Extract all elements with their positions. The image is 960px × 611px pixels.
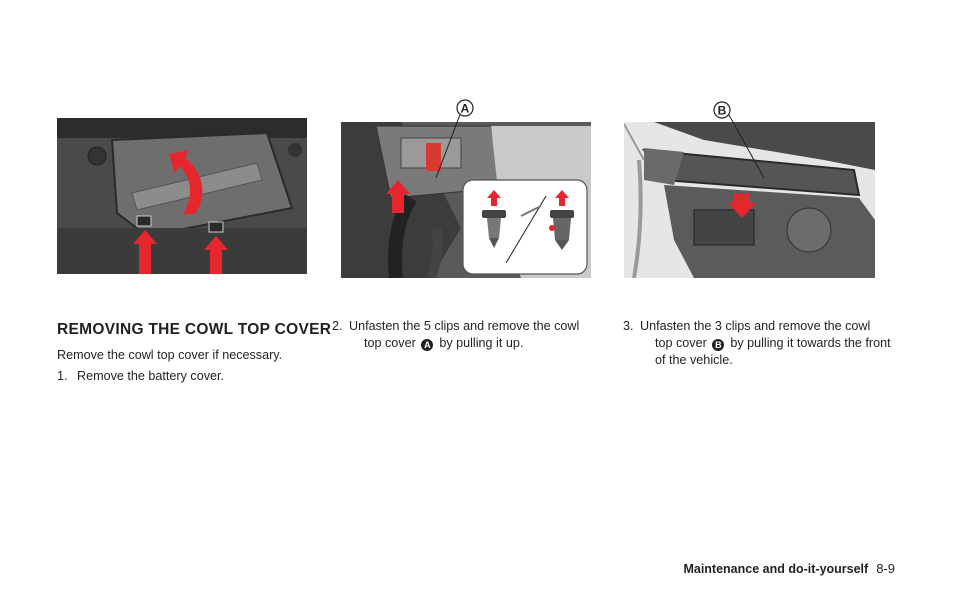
section-heading: REMOVING THE COWL TOP COVER xyxy=(57,321,332,338)
footer-chapter-title: Maintenance and do-it-yourself xyxy=(683,562,869,576)
step-text-pre: top cover xyxy=(655,336,707,350)
cowl-clips-photo: A xyxy=(341,98,591,278)
battery-cover-photo xyxy=(57,118,307,274)
step-3: 3. Unfasten the 3 clips and remove the c… xyxy=(623,318,891,374)
step-text-post: by pulling it up. xyxy=(439,336,524,350)
cowl-front-photo: B xyxy=(624,100,875,278)
step-text-line3: of the vehicle. xyxy=(655,353,733,367)
step-number: 3. xyxy=(623,319,634,333)
footer-page-number: 8-9 xyxy=(876,561,895,576)
step-text: Remove the battery cover. xyxy=(77,369,225,383)
step-text-line1: Unfasten the 3 clips and remove the cowl xyxy=(640,319,871,333)
step-1: 1. Remove the battery cover. xyxy=(57,368,224,385)
step-2: 2. Unfasten the 5 clips and remove the c… xyxy=(332,318,600,358)
step-number: 2. xyxy=(332,319,343,333)
callout-a: A xyxy=(461,102,470,116)
callout-badge-b: B xyxy=(712,339,725,351)
page-footer: Maintenance and do-it-yourself 8-9 xyxy=(683,561,895,576)
step-text-line1: Unfasten the 5 clips and remove the cowl xyxy=(349,319,580,333)
step-text-pre: top cover xyxy=(364,336,416,350)
callout-badge-a: A xyxy=(421,339,434,351)
step-number: 1. xyxy=(57,369,68,383)
intro-text: Remove the cowl top cover if necessary. xyxy=(57,348,283,362)
step-text-post: by pulling it towards the front xyxy=(730,336,891,350)
callout-b: B xyxy=(718,104,727,118)
